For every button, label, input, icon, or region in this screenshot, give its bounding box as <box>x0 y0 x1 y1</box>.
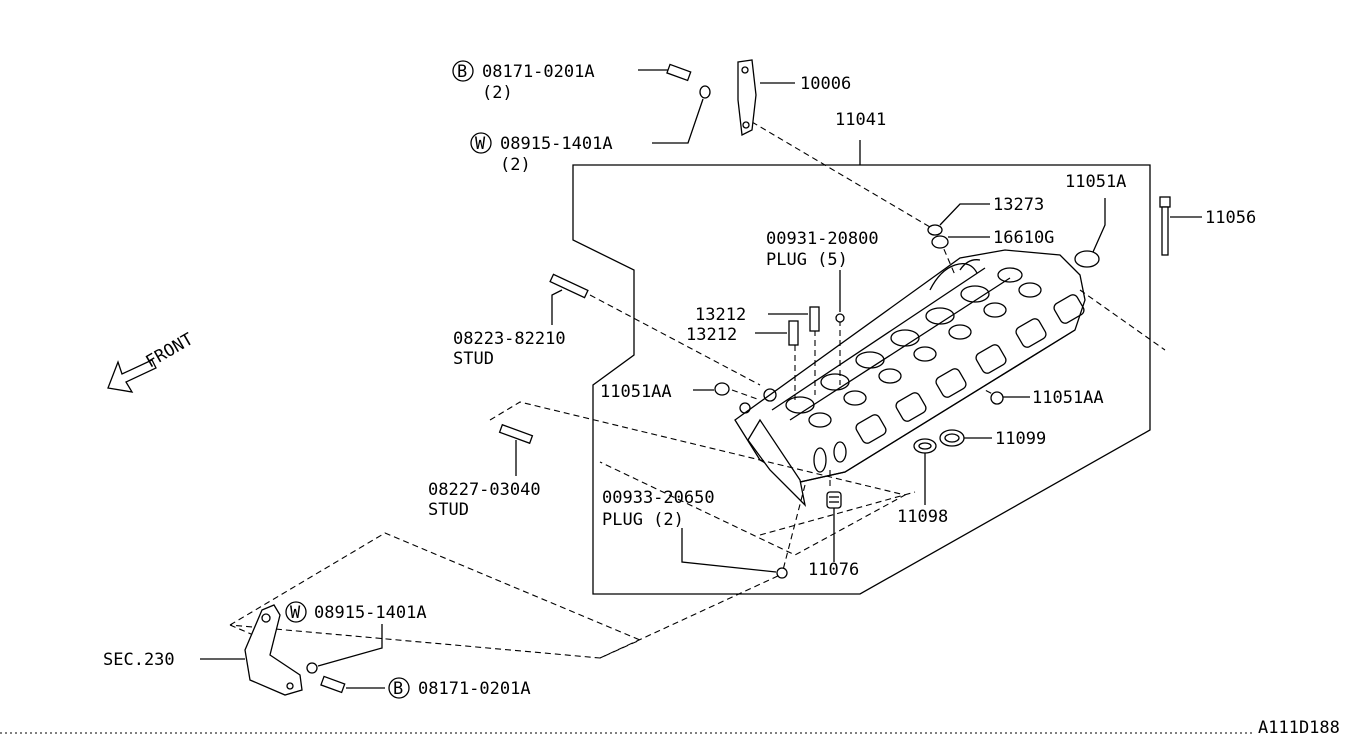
seal-13273[interactable] <box>927 203 990 236</box>
gasket-11098[interactable] <box>913 438 937 505</box>
label-11041: 11041 <box>835 110 886 130</box>
svg-text:B: B <box>393 679 403 699</box>
label-11051a: 11051A <box>1065 172 1126 192</box>
label-sec230: SEC.230 <box>103 650 175 670</box>
svg-text:W: W <box>290 603 301 623</box>
label-11099: 11099 <box>995 429 1046 449</box>
label-bolt-bottom: 08171-0201A <box>418 679 531 699</box>
washer-top[interactable] <box>652 85 711 144</box>
valve-guide-lower[interactable] <box>755 320 799 346</box>
label-10006: 10006 <box>800 74 851 94</box>
washer-top-prefix-icon: W <box>470 132 492 154</box>
label-11098: 11098 <box>897 507 948 527</box>
bolt-top-prefix-icon: B <box>452 60 474 82</box>
label-11076: 11076 <box>808 560 859 580</box>
bracket-sec230[interactable] <box>200 604 303 696</box>
dashed-leaders <box>229 121 1166 659</box>
label-bolt-top-qty: (2) <box>482 83 513 103</box>
svg-text:W: W <box>475 134 486 154</box>
svg-text:B: B <box>457 62 467 82</box>
label-11051aa-right: 11051AA <box>1032 388 1104 408</box>
label-washer-top: 08915-1401A <box>500 134 613 154</box>
plug-11051aa-right[interactable] <box>990 391 1030 405</box>
label-plug-2-desc: PLUG (2) <box>602 510 684 530</box>
ring-11099[interactable] <box>939 429 992 447</box>
label-13212-lower: 13212 <box>686 325 737 345</box>
label-washer-bottom: 08915-1401A <box>314 603 427 623</box>
label-11051aa-left: 11051AA <box>600 382 672 402</box>
stud-08223-82210[interactable] <box>549 273 589 325</box>
label-plug-5-desc: PLUG (5) <box>766 250 848 270</box>
part-11076[interactable] <box>826 491 842 562</box>
assembly-outline <box>572 164 1151 595</box>
label-stud-2-desc: STUD <box>428 500 469 520</box>
label-stud-2-part: 08227-03040 <box>428 480 541 500</box>
label-plug-2-part: 00933-20650 <box>602 488 715 508</box>
hanger-10006[interactable] <box>737 59 795 136</box>
front-arrow-icon <box>107 359 157 393</box>
seal-16610g[interactable] <box>931 235 990 249</box>
bolt-bottom[interactable] <box>320 675 385 694</box>
label-stud-1-part: 08223-82210 <box>453 329 566 349</box>
valve-guide-upper[interactable] <box>768 306 820 332</box>
label-bolt-top: 08171-0201A <box>482 62 595 82</box>
label-plug-5-part: 00931-20800 <box>766 229 879 249</box>
label-washer-top-qty: (2) <box>500 155 531 175</box>
plug-00931-20800[interactable] <box>835 270 845 323</box>
washer-bottom[interactable] <box>306 624 383 674</box>
label-stud-1-desc: STUD <box>453 349 494 369</box>
stud-08227-03040[interactable] <box>498 423 534 476</box>
cylinder-head[interactable] <box>734 249 1086 507</box>
bolt-bottom-prefix-icon: B <box>388 677 410 699</box>
front-label: FRONT <box>143 329 197 372</box>
bolt-11056[interactable] <box>1159 196 1202 256</box>
label-13273: 13273 <box>993 195 1044 215</box>
plug-00933-20650[interactable] <box>681 528 788 579</box>
diagram-id: A111D188 <box>1258 718 1340 736</box>
washer-bottom-prefix-icon: W <box>285 601 307 623</box>
label-11056: 11056 <box>1205 208 1256 228</box>
bolt-top[interactable] <box>638 63 692 82</box>
plug-11051aa-left[interactable] <box>693 382 730 396</box>
cap-11051a[interactable] <box>1074 198 1106 268</box>
label-13212-upper: 13212 <box>695 305 746 325</box>
label-16610g: 16610G <box>993 228 1054 248</box>
